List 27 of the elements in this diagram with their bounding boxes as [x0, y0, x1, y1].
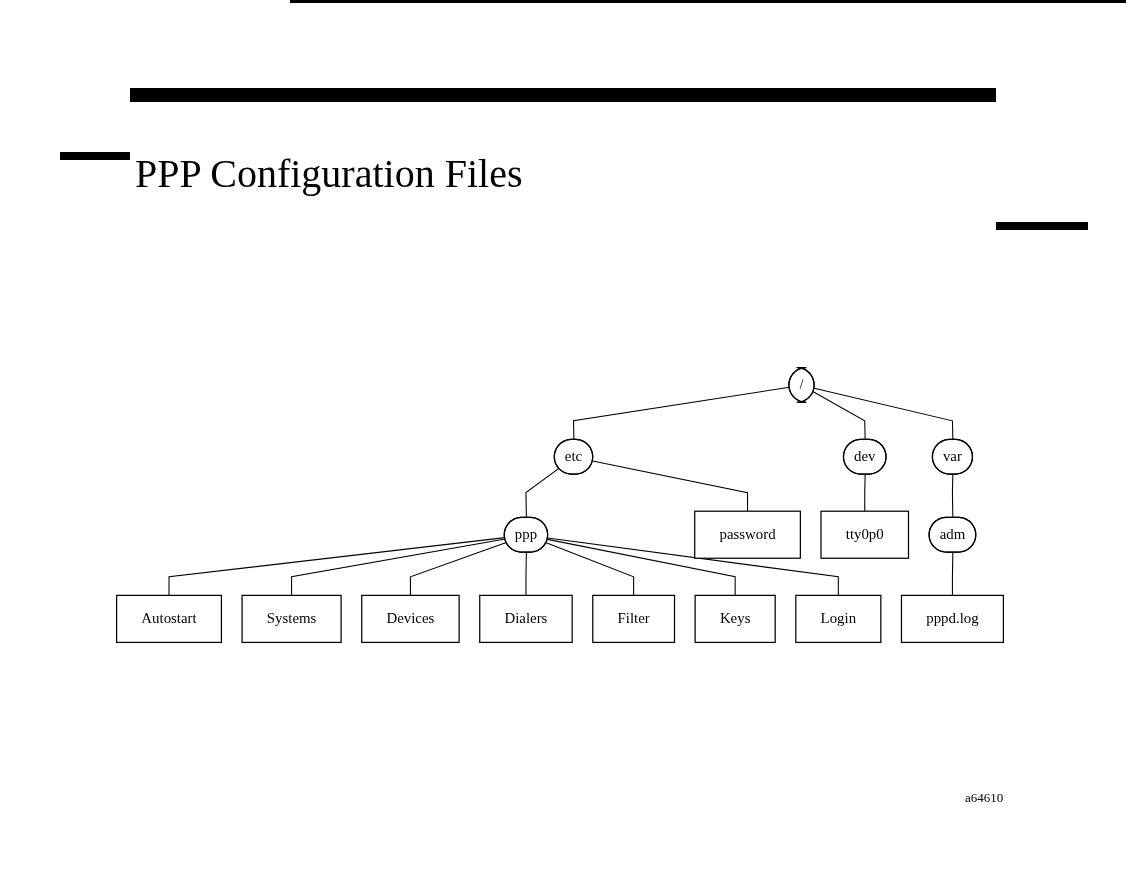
- node-box: Login: [795, 594, 882, 644]
- connector: [592, 460, 749, 512]
- title: PPP Configuration Files: [135, 150, 523, 197]
- connector: [546, 538, 736, 596]
- connector: [525, 551, 527, 596]
- connector: [812, 391, 866, 441]
- node-box: tty0p0: [820, 510, 910, 559]
- connector: [409, 541, 507, 596]
- connector: [951, 473, 954, 519]
- connector: [547, 537, 839, 596]
- node-box: pppd.log: [900, 594, 1004, 644]
- connector: [168, 537, 506, 596]
- connector: [545, 542, 635, 596]
- connector: [951, 551, 954, 596]
- node-box: password: [694, 510, 801, 559]
- node-box: Autostart: [115, 594, 223, 644]
- connector: [572, 386, 790, 441]
- connector: [864, 473, 866, 512]
- connector: [291, 538, 506, 596]
- node-box: Devices: [361, 594, 460, 644]
- node-box: Filter: [592, 594, 676, 644]
- node-box: Keys: [694, 594, 776, 644]
- node-box: Systems: [241, 594, 342, 644]
- connector: [525, 467, 560, 519]
- node-box: Dialers: [479, 594, 573, 644]
- figure-code: a64610: [965, 790, 1004, 806]
- connector: [813, 387, 954, 441]
